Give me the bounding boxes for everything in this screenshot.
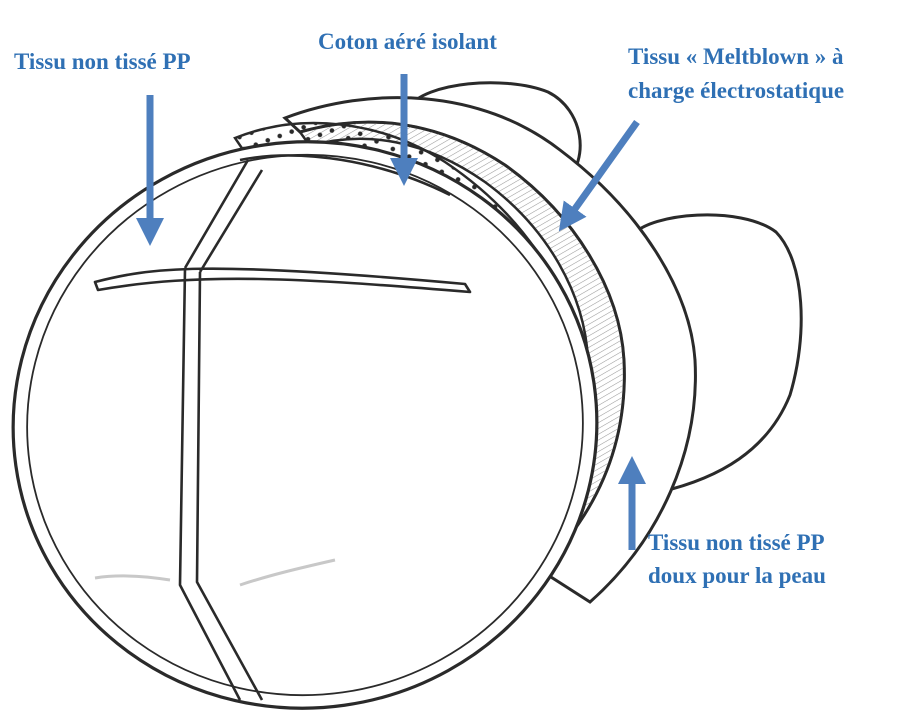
faint-print-marks xyxy=(94,558,336,587)
upper-ear-loop xyxy=(406,81,582,184)
mask-seams xyxy=(93,154,472,701)
side-ear-loop xyxy=(631,213,803,494)
label-outer-layer: Tissu non tissé PP xyxy=(14,49,191,74)
arrow-meltblown-layer xyxy=(558,119,640,232)
ear-loops xyxy=(406,81,803,494)
label-meltblown-line2: charge électrostatique xyxy=(628,78,845,103)
label-inner-layer-line2: doux pour la peau xyxy=(648,563,826,588)
label-inner-layer-line1: Tissu non tissé PP xyxy=(648,530,825,555)
label-meltblown-line1: Tissu « Meltblown » à xyxy=(628,44,844,69)
label-cotton-layer: Coton aéré isolant xyxy=(318,29,497,54)
